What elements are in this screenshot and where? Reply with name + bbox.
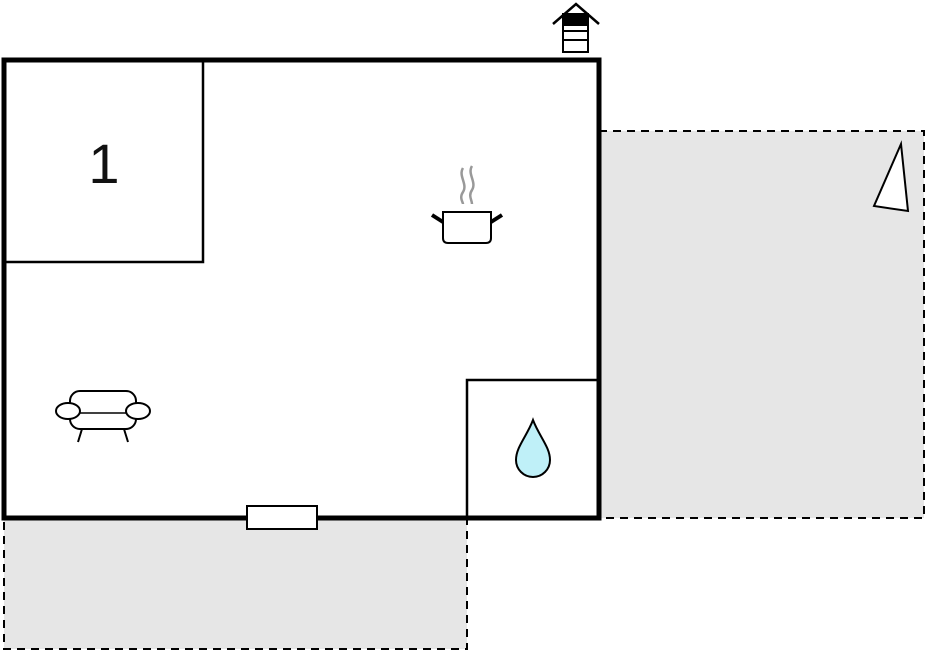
sofa-icon [55, 390, 151, 443]
terrace-south [3, 517, 468, 650]
door-icon [246, 505, 318, 530]
chimney-icon [552, 2, 600, 53]
cooking-pot-icon [430, 165, 504, 244]
water-drop-icon [514, 417, 552, 478]
terrace-east [598, 130, 925, 519]
bedroom-1 [2, 58, 205, 264]
house-outline [1, 57, 602, 521]
bathroom [465, 378, 601, 520]
room-label-1: 1 [88, 132, 119, 195]
compass-north-icon [872, 140, 910, 213]
